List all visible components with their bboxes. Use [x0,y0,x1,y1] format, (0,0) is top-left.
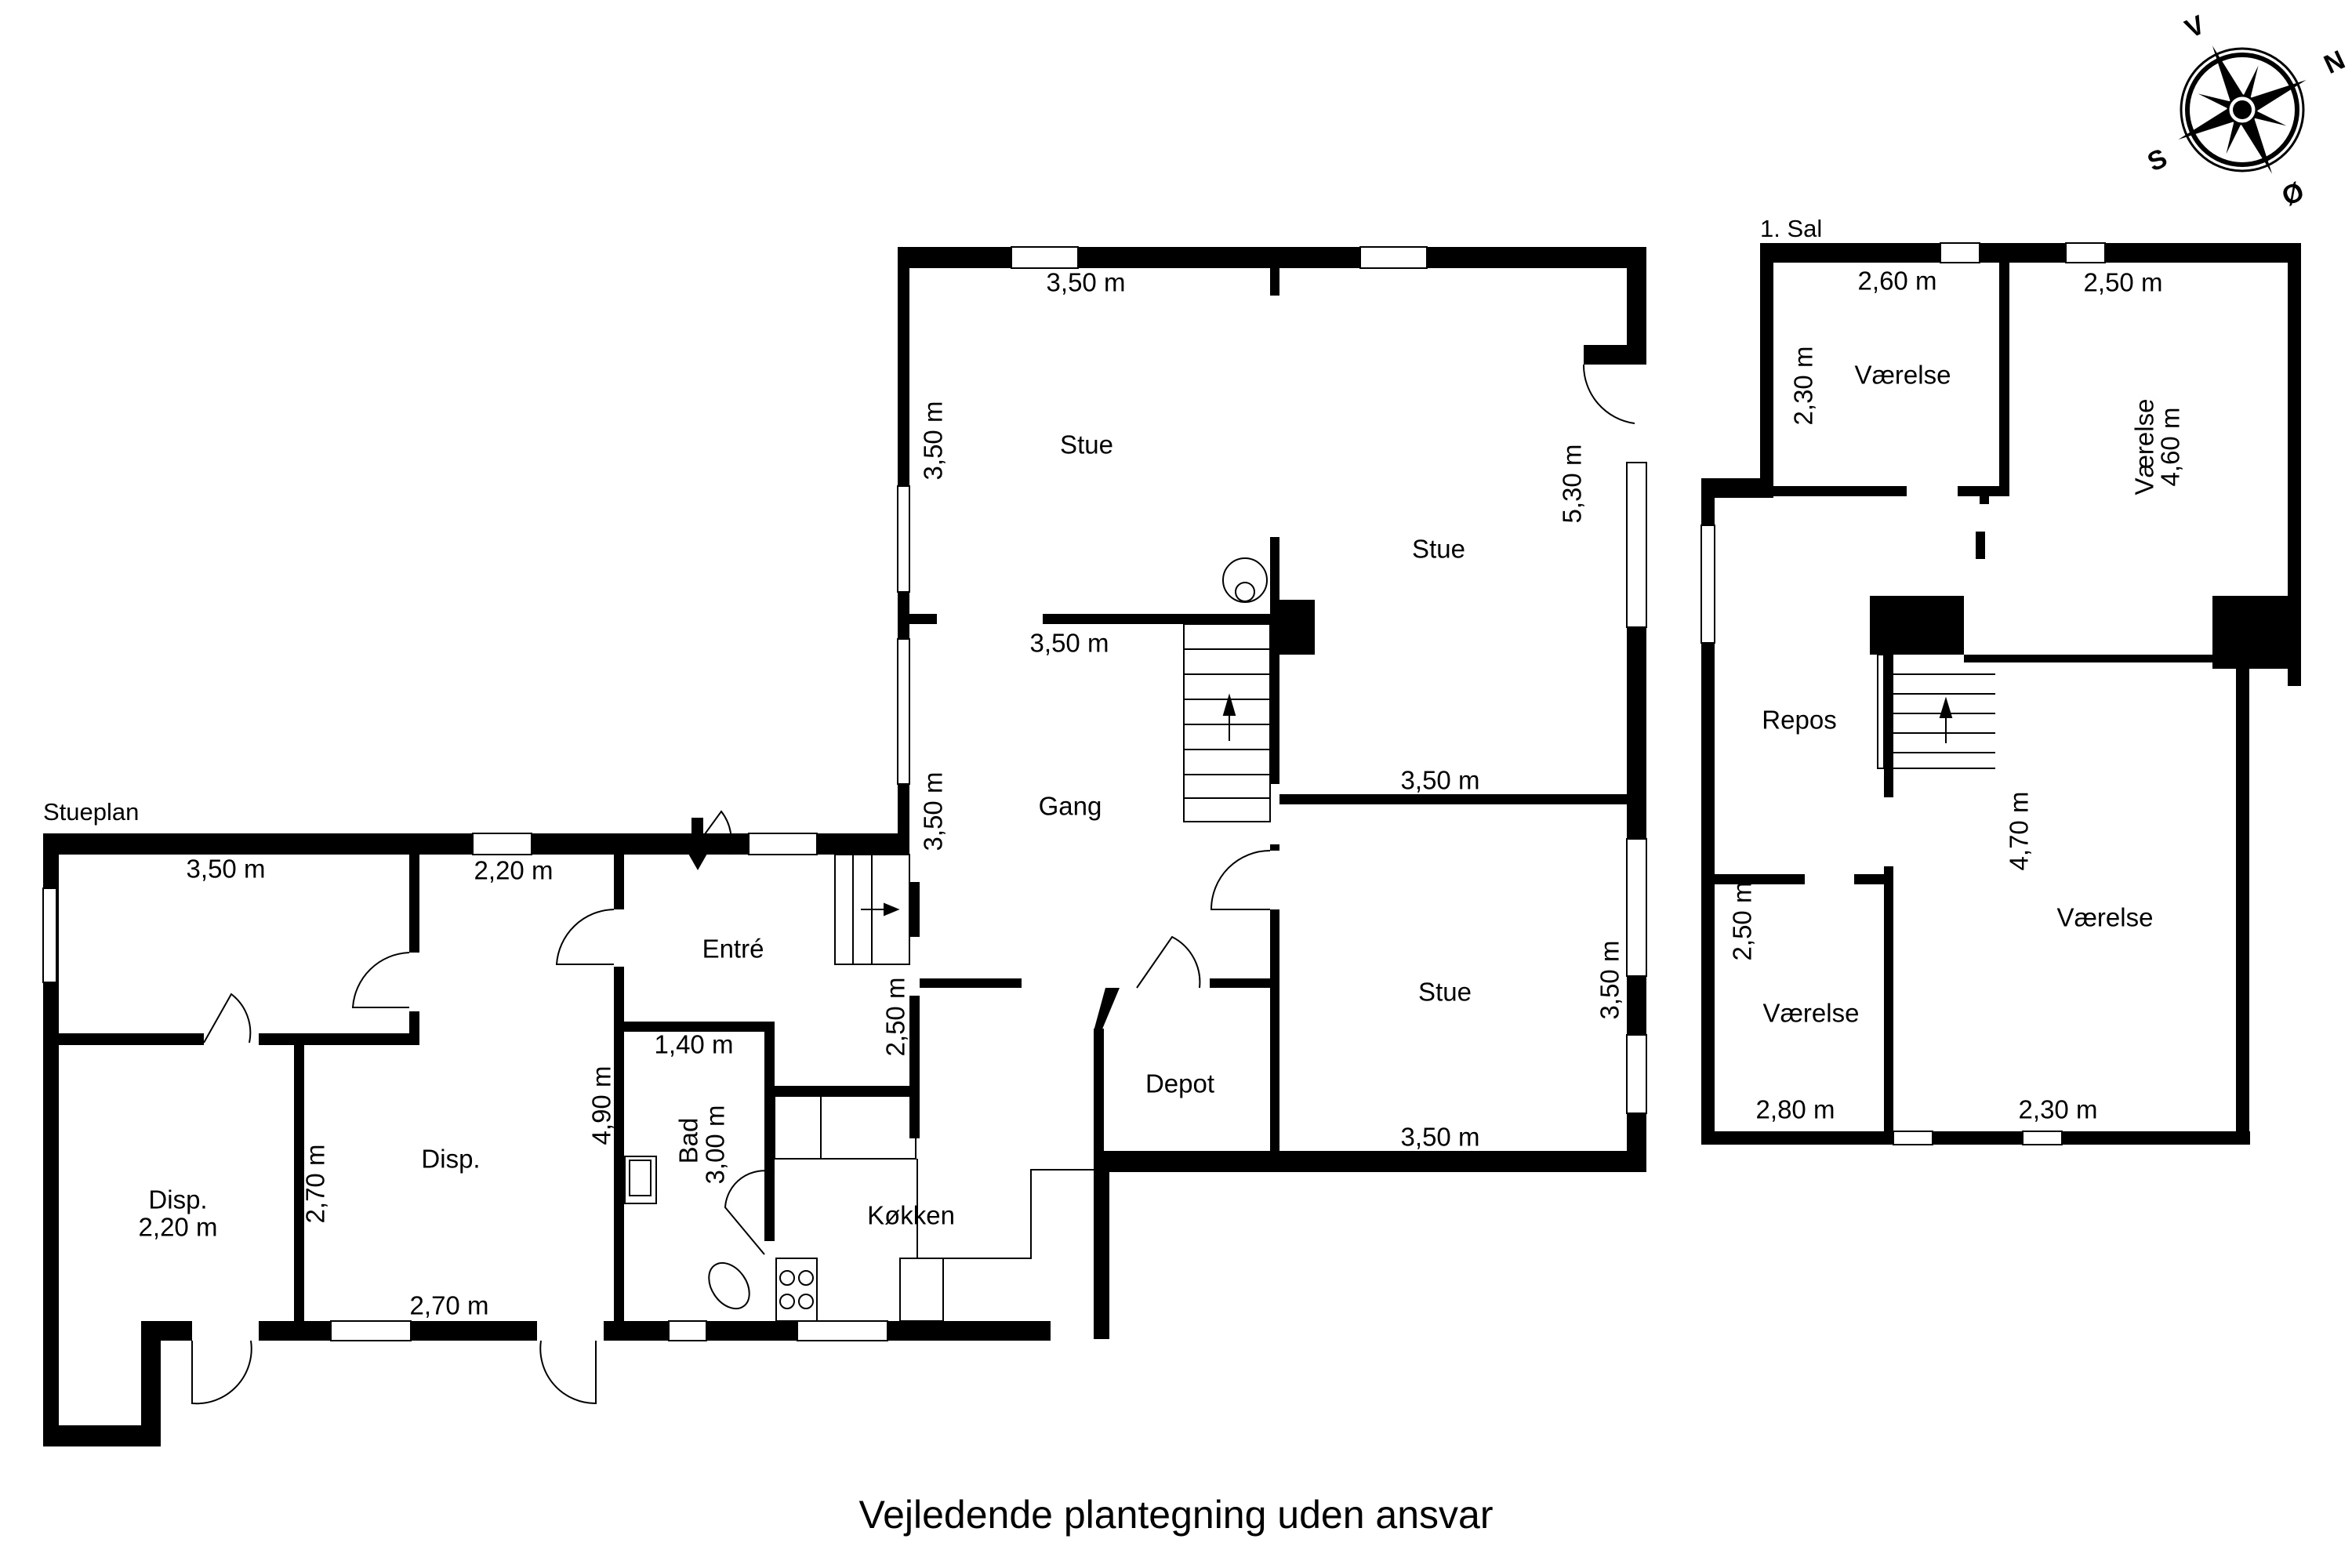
dim-label: 2,70 m [409,1290,489,1320]
room-stue-1: Stue [1060,430,1113,459]
room-vaerelse-4: Værelse [2056,902,2154,932]
dim-label: 2,60 m [1857,266,1937,296]
entrance-arrow [682,818,713,870]
room-vaerelse-2-dim: 4,60 m [2155,407,2185,487]
dim-label: 2,50 m [2083,267,2163,297]
room-disp-center: Disp. [421,1144,481,1174]
dim-label: 2,30 m [2018,1094,2098,1124]
fixtures [624,557,1268,1322]
dim-label: 1,40 m [654,1029,734,1059]
windows [42,242,2106,1341]
room-depot: Depot [1145,1069,1215,1098]
room-disp-left-dim: 2,20 m [138,1212,218,1242]
ground-floor-title: Stueplan [43,798,140,826]
dim-label: 2,70 m [300,1144,330,1224]
room-vaerelse-2: Værelse [2129,398,2159,495]
room-kokken: Køkken [867,1200,955,1230]
room-gang: Gang [1038,791,1102,821]
door-swings [191,364,1635,1405]
room-vaerelse-1: Værelse [1854,360,1951,390]
room-repos: Repos [1762,705,1837,735]
dim-label: 3,50 m [1595,940,1624,1020]
dim-label: 2,50 m [1727,881,1757,961]
room-bad: Bad [673,1117,703,1164]
dim-label: 3,50 m [186,854,266,884]
dim-label: 2,80 m [1755,1094,1835,1124]
dim-label: 3,50 m [1046,267,1126,297]
dim-label: 2,50 m [880,977,910,1057]
dim-label: 3,50 m [918,401,948,481]
dim-label: 5,30 m [1557,444,1587,524]
room-entre: Entré [702,934,764,964]
room-stue-2: Stue [1412,534,1465,564]
disclaimer-caption: Vejledende plantegning uden ansvar [858,1493,1494,1537]
dim-label: 3,50 m [1400,765,1480,795]
dim-label: 4,90 m [586,1065,616,1145]
stairs [834,623,1995,965]
first-floor-walls [1701,243,2301,1145]
room-bad-dim: 3,00 m [700,1105,730,1185]
dim-label: 3,50 m [918,771,948,851]
room-stue-3: Stue [1418,977,1472,1007]
compass-rose-icon [2178,45,2307,174]
room-disp-left: Disp. [148,1185,208,1214]
dim-label: 2,20 m [474,855,554,885]
stair-arrows [861,693,1953,916]
dim-label: 3,50 m [1029,628,1109,658]
first-floor-title: 1. Sal [1760,215,1823,242]
room-vaerelse-3: Værelse [1762,998,1860,1028]
dim-label: 3,50 m [1400,1122,1480,1152]
ground-floor-walls [43,247,1646,1446]
dim-label: 2,30 m [1788,346,1818,426]
dim-label: 4,70 m [2004,791,2034,871]
